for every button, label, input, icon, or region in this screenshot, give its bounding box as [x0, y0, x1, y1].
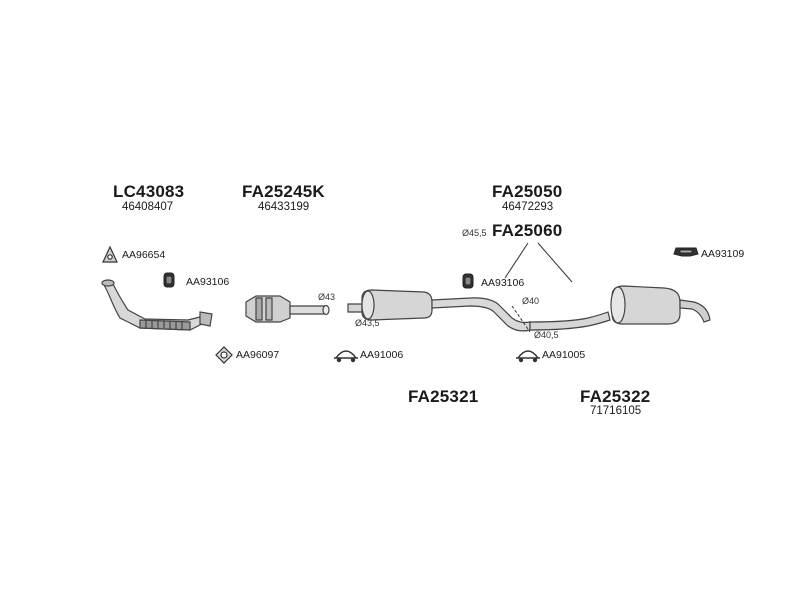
accessory-label-aa91005: AA91005 — [542, 349, 586, 361]
clamp-icon-a — [334, 350, 358, 363]
accessory-label-aa91006: AA91006 — [360, 349, 404, 361]
part-number-fa25322: 71716105 — [590, 405, 642, 417]
diameter-label-40-5: Ø40,5 — [534, 330, 559, 340]
gasket-ring-icon — [215, 346, 233, 364]
part-code-fa25060: FA25060 — [492, 221, 563, 240]
gasket-triangle-icon — [102, 245, 118, 263]
accessory-label-aa93106-b: AA93106 — [481, 277, 525, 289]
part-number-fa25245k: 46433199 — [258, 201, 310, 213]
accessory-label-aa93109: AA93109 — [701, 248, 745, 260]
leader-lines — [504, 242, 573, 283]
rubber-mount-icon-a — [163, 272, 175, 288]
diameter-label-43: Ø43 — [318, 292, 336, 302]
part-code-lc43083: LC43083 — [113, 182, 185, 201]
catalytic-converter-part — [245, 295, 330, 323]
part-number-lc43083: 46408407 — [122, 201, 174, 213]
front-pipe-part — [101, 279, 213, 331]
pipe-cut-line — [511, 305, 531, 333]
part-code-fa25245k: FA25245K — [242, 182, 325, 201]
accessory-label-aa96654: AA96654 — [122, 249, 166, 261]
rear-silencer-part — [529, 285, 711, 331]
part-number-fa25050: 46472293 — [502, 201, 554, 213]
diameter-label-43-5: Ø43,5 — [355, 318, 380, 328]
accessory-label-aa93106-a: AA93106 — [186, 276, 230, 288]
rubber-mount-icon-b — [462, 273, 474, 289]
hanger-bracket-icon — [673, 247, 699, 257]
part-code-fa25322: FA25322 — [580, 387, 651, 406]
clamp-icon-b — [516, 350, 540, 363]
accessory-label-aa96097: AA96097 — [236, 349, 280, 361]
part-code-fa25321: FA25321 — [408, 387, 479, 406]
diameter-label-45-5: Ø45,5 — [462, 228, 487, 238]
part-code-fa25050: FA25050 — [492, 182, 563, 201]
diameter-label-40: Ø40 — [522, 296, 540, 306]
centre-silencer-part — [347, 289, 531, 332]
